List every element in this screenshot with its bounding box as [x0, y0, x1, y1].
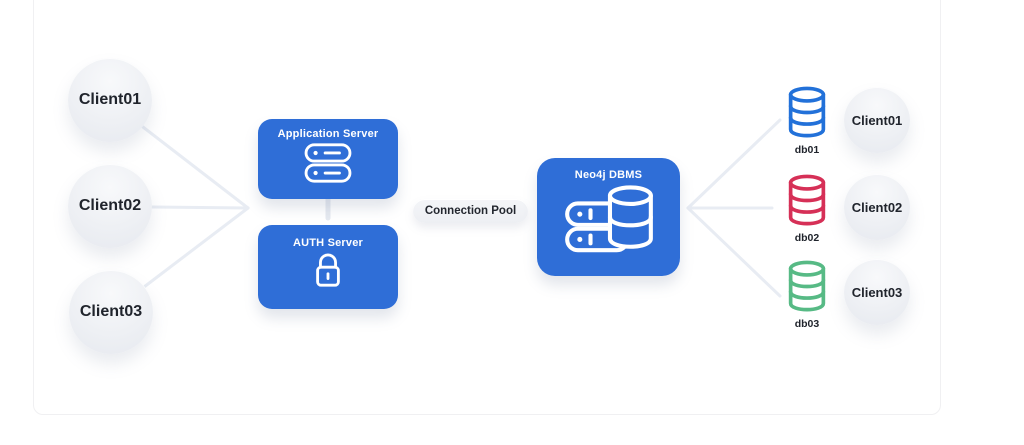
- database-cylinder-icon: [788, 174, 826, 226]
- auth-server-node: AUTH Server: [258, 225, 398, 309]
- client-node: Client02: [844, 174, 910, 240]
- database-label: db01: [794, 144, 820, 156]
- client-node: Client01: [844, 87, 910, 153]
- database-node: db03: [785, 260, 829, 330]
- connection-pool-label: Connection Pool: [424, 205, 517, 217]
- neo4j-dbms-node: Neo4j DBMS: [537, 158, 680, 276]
- client-label: Client01: [78, 91, 142, 108]
- client-node: Client01: [68, 58, 152, 142]
- client-label: Client02: [78, 197, 142, 214]
- server-stack-icon: [304, 143, 352, 183]
- database-node: db01: [785, 86, 829, 156]
- client-node: Client03: [844, 259, 910, 325]
- client-label: Client03: [79, 303, 143, 320]
- connection-pool-badge: Connection Pool: [413, 199, 528, 223]
- database-cylinder-icon: [788, 260, 826, 312]
- application-server-node: Application Server: [258, 119, 398, 199]
- client-node: Client02: [68, 164, 152, 248]
- database-cylinder-icon: [788, 86, 826, 138]
- client-label: Client03: [851, 284, 903, 300]
- server-database-icon: [564, 185, 653, 253]
- database-label: db03: [794, 318, 820, 330]
- client-label: Client02: [851, 199, 903, 215]
- application-server-label: Application Server: [277, 128, 379, 140]
- lock-icon: [316, 253, 340, 287]
- auth-server-label: AUTH Server: [292, 237, 364, 249]
- client-label: Client01: [851, 112, 903, 128]
- database-node: db02: [785, 174, 829, 244]
- database-label: db02: [794, 232, 820, 244]
- client-node: Client03: [69, 270, 153, 354]
- neo4j-dbms-label: Neo4j DBMS: [574, 169, 643, 181]
